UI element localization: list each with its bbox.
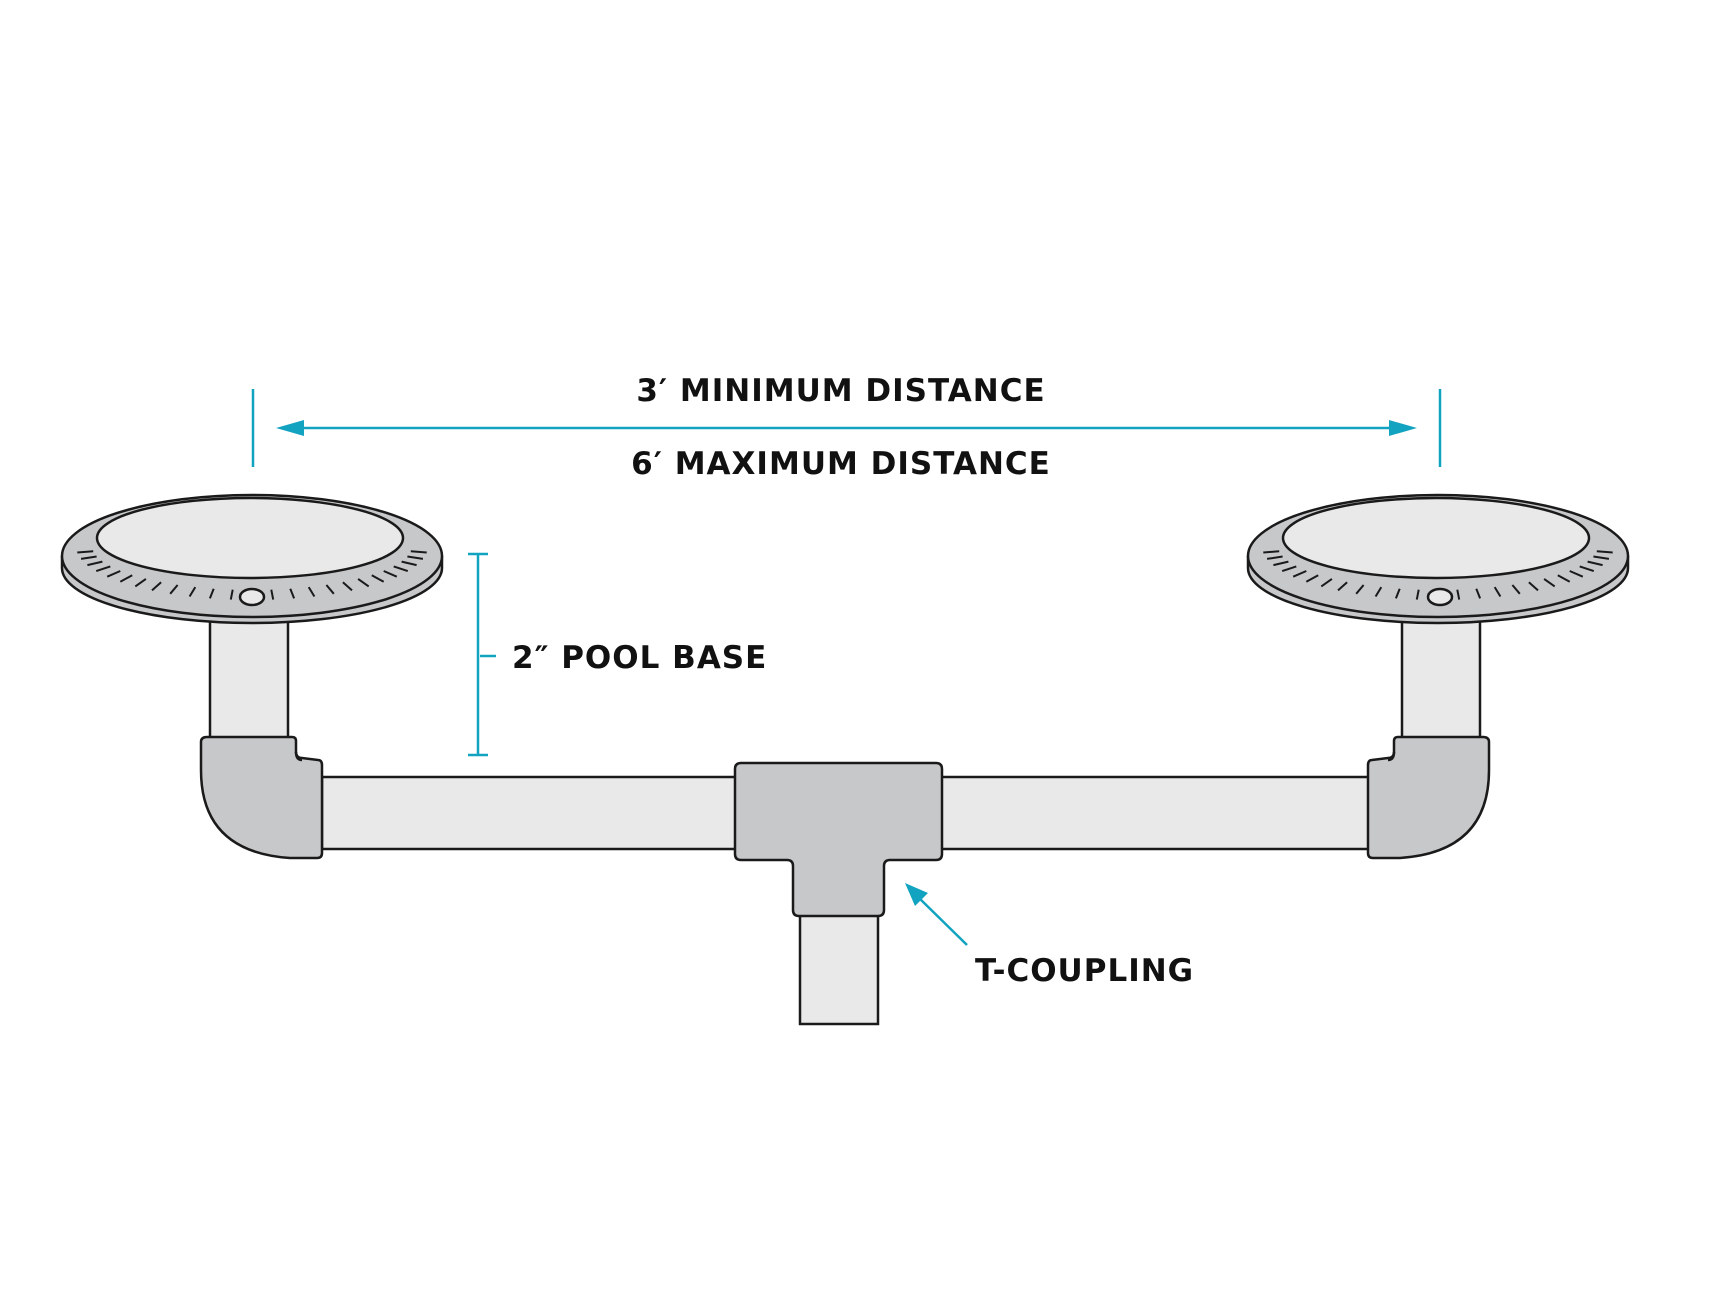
grille-slot (307, 586, 316, 598)
grille-slot (1511, 584, 1521, 595)
grille-slot (371, 574, 385, 583)
grille-slot (342, 581, 353, 592)
right-elbow-notch (1387, 751, 1396, 762)
grille-slot (1493, 586, 1502, 598)
grille-slot (208, 588, 215, 599)
left-elbow-notch (294, 751, 303, 762)
right-cover-screw-icon (1426, 587, 1454, 607)
grille-slot (169, 584, 179, 595)
t-coupling-callout: T-COUPLING (905, 883, 1194, 989)
grille-slot (1292, 570, 1307, 578)
grille-slot (1579, 565, 1595, 573)
grille-slot (106, 570, 121, 578)
max-distance-label: 6′ MAXIMUM DISTANCE (631, 446, 1051, 482)
grille-slot (1305, 574, 1319, 583)
grille-slot (393, 565, 409, 573)
grille-slot (401, 560, 417, 567)
grille-slot (407, 555, 424, 560)
t-coupling-fitting (733, 761, 944, 918)
grille-slot (357, 578, 370, 588)
grille-slot (87, 560, 103, 567)
grille-slot (1456, 589, 1461, 600)
grille-slot (134, 578, 147, 588)
left-horizontal-pipe (320, 775, 739, 851)
distance-dimension: 3′ MINIMUM DISTANCE 6′ MAXIMUM DISTANCE (251, 373, 1442, 482)
left-elbow-fitting (199, 735, 324, 860)
right-elbow-fitting (1366, 735, 1491, 860)
grille-slot (325, 584, 335, 595)
pool-base-dimension: 2″ POOL BASE (468, 552, 767, 757)
grille-slot (410, 550, 427, 554)
right-horizontal-pipe (938, 775, 1372, 851)
grille-slot (229, 589, 234, 600)
right-arrowhead-icon (1389, 420, 1417, 436)
right-cover-top (1281, 496, 1591, 580)
grille-slot (119, 574, 133, 583)
t-coupling-leader-line (916, 895, 968, 946)
left-cover-screw-icon (238, 587, 266, 607)
pool-base-label: 2″ POOL BASE (512, 640, 767, 676)
grille-slot (1281, 565, 1297, 573)
right-drain-cover (1246, 493, 1630, 625)
grille-slot (289, 588, 296, 599)
t-coupling-arrowhead-icon (905, 883, 928, 906)
grille-slot (1528, 581, 1539, 592)
grille-slot (1320, 578, 1333, 588)
grille-slot (151, 581, 162, 592)
grille-slot (1596, 550, 1613, 554)
left-drain-cover (60, 493, 444, 625)
left-arrowhead-icon (276, 420, 304, 436)
grille-slot (95, 565, 111, 573)
grille-slot (77, 550, 94, 554)
grille-slot (1266, 555, 1283, 560)
grille-slot (1415, 589, 1420, 600)
grille-slot (1593, 555, 1610, 560)
grille-slot (270, 589, 275, 600)
grille-slot (1355, 584, 1365, 595)
grille-slot (1263, 550, 1280, 554)
min-distance-label: 3′ MINIMUM DISTANCE (636, 373, 1045, 409)
grille-slot (1587, 560, 1603, 567)
left-cover-grille (77, 550, 427, 600)
grille-slot (1337, 581, 1348, 592)
grille-slot (1374, 586, 1383, 598)
left-riser-pipe (208, 616, 290, 740)
t-coupling-label: T-COUPLING (975, 953, 1194, 989)
right-cover-grille (1263, 550, 1613, 600)
grille-slot (1475, 588, 1482, 599)
grille-slot (1557, 574, 1571, 583)
down-pipe (798, 908, 880, 1026)
grille-slot (188, 586, 197, 598)
grille-slot (1394, 588, 1401, 599)
grille-slot (1543, 578, 1556, 588)
right-riser-pipe (1400, 616, 1482, 740)
grille-slot (80, 555, 97, 560)
grille-slot (383, 570, 398, 578)
grille-slot (1273, 560, 1289, 567)
left-cover-top (95, 496, 405, 580)
grille-slot (1569, 570, 1584, 578)
